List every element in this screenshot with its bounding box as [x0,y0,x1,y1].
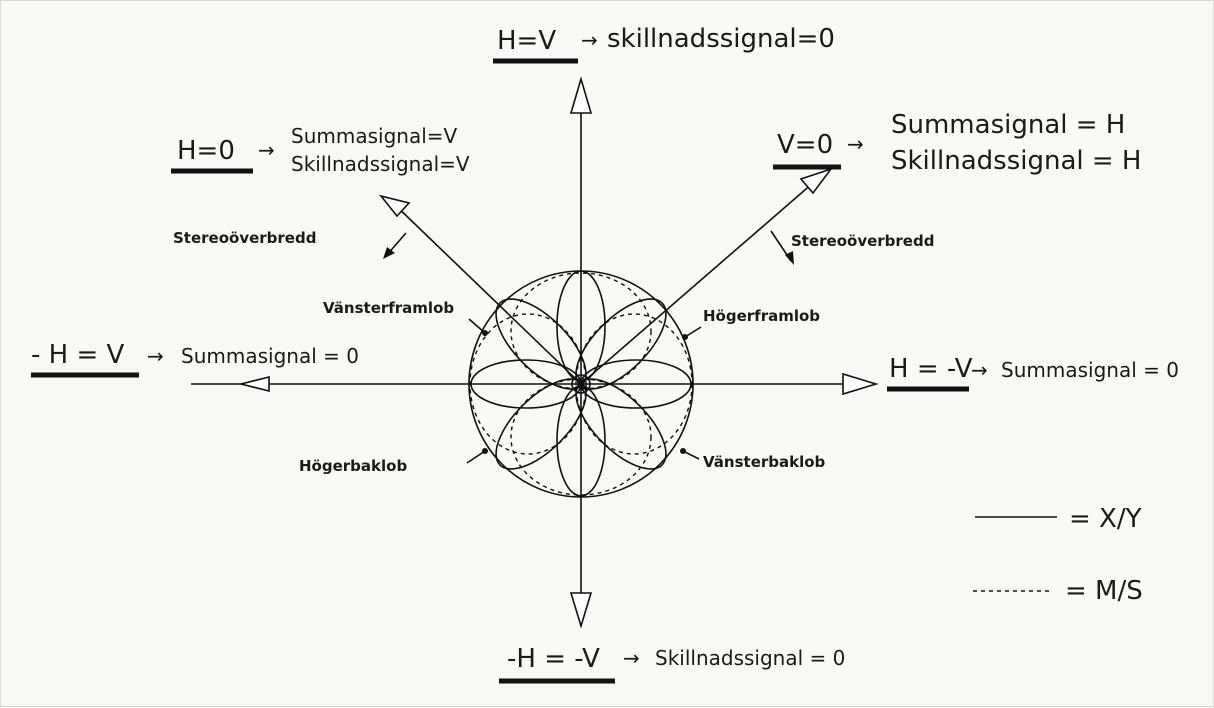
arrow-right: → [971,358,988,382]
label-ul-line2: Skillnadssignal=V [291,152,470,176]
arrowhead-right-icon [842,372,879,396]
stereo-arrows [383,230,794,265]
label-right-key: H = -V [889,354,973,384]
label-bottom-value: Skillnadssignal = 0 [655,646,845,670]
arrow-left: → [147,344,164,368]
diagonal-right-axis [580,175,822,385]
axes [191,76,879,629]
legend-dashed-label: = M/S [1065,576,1143,606]
label-lobe-front-left: Vänsterframlob [323,299,454,317]
label-bottom-key: -H = -V [507,644,600,674]
center-circle [571,374,591,394]
ms-lobe-front [510,272,652,390]
label-left-key: - H = V [31,340,125,370]
legend: = X/Y = M/S [973,504,1143,606]
arrowhead-upleft-icon [378,194,411,218]
arrowhead-up-icon [569,76,593,114]
label-ur-key: V=0 [777,130,833,160]
label-lobe-front-right: Högerframlob [703,307,820,325]
lobe-pattern [466,270,702,498]
stereo-right-arrow-icon [785,251,794,265]
ms-lobe-left [469,313,587,455]
label-ur-line1: Summasignal = H [891,110,1125,140]
label-stereo-right: Stereoöverbredd [791,232,934,250]
arrow-ul: → [258,138,275,162]
ms-lobe-right [575,313,693,455]
arrow-bottom: → [623,646,640,670]
label-ur-line2: Skillnadssignal = H [891,146,1141,176]
arrowhead-down-icon [569,592,593,629]
label-ul-key: H=0 [177,136,235,166]
label-ul-line1: Summasignal=V [291,124,458,148]
ms-lobe-back [510,378,652,496]
legend-solid-label: = X/Y [1069,504,1142,534]
arrowhead-left-icon [240,375,270,393]
label-top-key: H=V [497,26,556,56]
stereo-left-arrow-icon [383,247,395,259]
label-top-value: skillnadssignal=0 [607,24,835,54]
arrow-ur: → [847,132,864,156]
arrowhead-upright-icon [799,167,834,195]
label-lobe-back-left: Högerbaklob [299,457,407,475]
label-stereo-left: Stereoöverbredd [173,229,316,247]
label-left-value: Summasignal = 0 [181,344,359,368]
label-right-value: Summasignal = 0 [1001,358,1179,382]
diagonal-left-axis [390,200,582,385]
label-lobe-back-right: Vänsterbaklob [703,453,826,471]
arrow-top: → [581,28,598,52]
